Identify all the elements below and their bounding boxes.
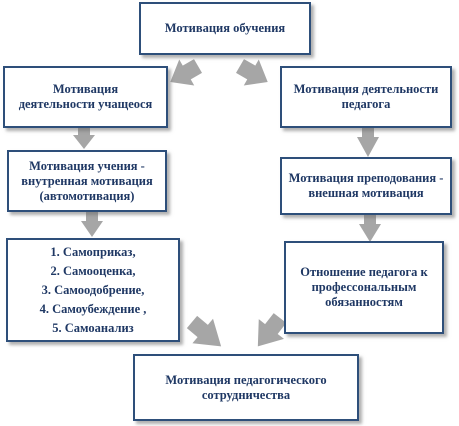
box-line: Мотивация	[52, 82, 119, 96]
box-line: (автомотивация)	[39, 188, 135, 203]
arrow-right1-to-right2	[357, 127, 379, 157]
list-item: 2. Самооценка,	[50, 263, 136, 278]
box-teacher-activity-motivation: Мотивация деятельности педагога	[280, 66, 452, 128]
box-external-motivation: Мотивация преподования - внешная мотивац…	[280, 157, 452, 215]
box-line: педагога	[341, 97, 391, 111]
box-line: сотрудничества	[201, 387, 291, 402]
box-self-methods-list: 1. Самоприказ, 2. Самооценка, 3. Самоодо…	[6, 238, 180, 342]
arrow-list-to-bottom	[186, 315, 222, 347]
box-line: Мотивация учения -	[29, 158, 145, 173]
arrow-right2-to-right3	[359, 214, 381, 242]
box-line: Мотивация деятельности	[293, 82, 439, 96]
box-line: внешная мотивация	[308, 186, 424, 200]
list-item: 3. Самоодобрение,	[41, 282, 145, 297]
box-line: Мотивация педагогического	[165, 372, 327, 387]
arrow-left2-to-list	[81, 211, 103, 237]
box-line: деятельности учащеося	[18, 97, 153, 111]
box-pedagogical-cooperation: Мотивация педагогического сотрудничества	[133, 354, 359, 421]
box-line: внутренная мотивация	[21, 173, 153, 188]
box-line: Мотивация преподования -	[288, 171, 444, 185]
arrow-top-to-right	[236, 59, 268, 86]
box-teacher-attitude: Отношение педагога к профессональным обя…	[284, 241, 444, 334]
box-line: профессональным	[311, 280, 417, 294]
list-item: 5. Самоанализ	[52, 320, 134, 335]
arrow-top-to-left	[170, 59, 202, 86]
box-line: Отношение педагога к	[300, 265, 428, 279]
list-item: 1. Самоприказ,	[50, 244, 136, 259]
list-item: 4. Самоубеждение ,	[39, 301, 147, 316]
box-student-activity-motivation: Мотивация деятельности учащеося	[3, 66, 168, 128]
box-motivation-learning: Мотивация обучения	[139, 2, 311, 55]
arrow-left1-to-left2	[73, 125, 95, 149]
arrow-right3-to-bottom	[257, 313, 287, 347]
box-line: Мотивация обучения	[164, 21, 286, 35]
box-internal-motivation: Мотивация учения - внутренная мотивация …	[7, 150, 167, 212]
box-line: обязанностям	[325, 295, 403, 309]
